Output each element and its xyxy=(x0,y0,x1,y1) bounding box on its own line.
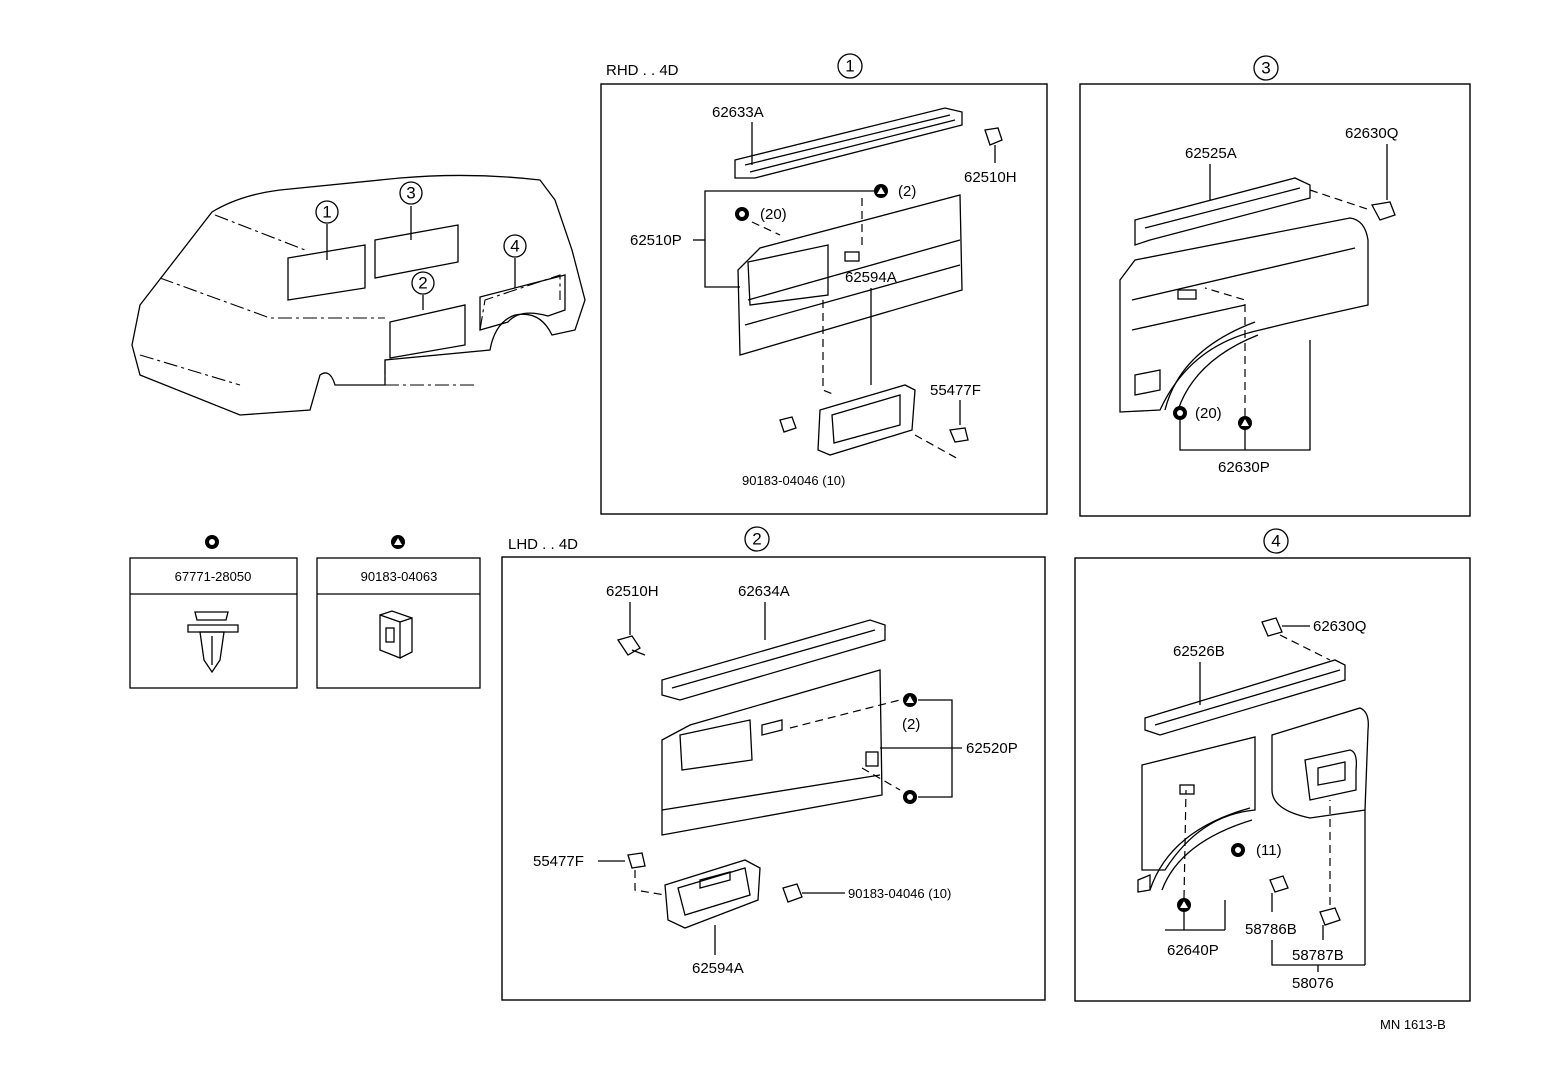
region-2-circle xyxy=(411,271,435,295)
upper-rail-62525a xyxy=(1134,177,1311,246)
clip-icon xyxy=(1231,843,1245,857)
section-number: 1 xyxy=(845,57,854,76)
part-label: 62633A xyxy=(712,104,764,121)
region-4-circle xyxy=(503,234,527,258)
quantity-label: (11) xyxy=(1256,842,1282,859)
part-label: 58076 xyxy=(1292,975,1334,992)
part-label: 58786B xyxy=(1245,921,1297,938)
section-number: 3 xyxy=(1261,59,1270,78)
quantity-label: (20) xyxy=(760,206,787,223)
push-clip-drawing xyxy=(187,611,239,674)
section-4: 4 62630Q 62526B (11) xyxy=(1074,528,1471,1002)
part-label: 62630Q xyxy=(1345,125,1398,142)
legend-triangle-clip: 90183-04063 xyxy=(316,535,481,689)
door-panel xyxy=(661,669,883,836)
grip-handle-62594a xyxy=(817,384,916,456)
upper-rail-62634a xyxy=(661,619,886,701)
part-label: 62634A xyxy=(738,583,790,600)
region-1-outline xyxy=(287,244,366,301)
triangle-clip-icon xyxy=(903,693,917,707)
part-label: 62594A xyxy=(692,960,744,977)
quantity-label: (20) xyxy=(1195,405,1222,422)
clip-icon xyxy=(1173,406,1187,420)
part-label: 90183-04046 (10) xyxy=(742,473,845,488)
region-1-label: 1 xyxy=(322,203,331,222)
section-header: LHD . . 4D xyxy=(508,536,578,553)
part-label: 62520P xyxy=(966,740,1018,757)
section-3: 3 62525A 62630Q (20) 62630P xyxy=(1079,55,1471,517)
upper-rail-62633a xyxy=(734,107,963,179)
part-label: 62526B xyxy=(1173,643,1225,660)
triangle-clip-icon xyxy=(1177,898,1191,912)
trim-panel xyxy=(737,194,963,356)
nut-90183-04046 xyxy=(779,416,797,433)
part-label: 62640P xyxy=(1167,942,1219,959)
region-3-label: 3 xyxy=(406,184,415,203)
triangle-clip-icon xyxy=(1238,416,1252,430)
upper-rail-62526b xyxy=(1144,659,1346,736)
part-label: 62594A xyxy=(845,269,897,286)
triangle-clip-icon xyxy=(874,184,888,198)
region-1-circle xyxy=(315,200,339,224)
part-label: 62510H xyxy=(964,169,1017,186)
section-2: LHD . . 4D 2 62510H 62634A (2) xyxy=(501,526,1046,1001)
part-label: 90183-04046 (10) xyxy=(848,886,951,901)
part-label: 62630Q xyxy=(1313,618,1366,635)
section-1: RHD . . 4D 1 62633A 62510H (2) (20) xyxy=(600,53,1048,515)
region-2-label: 2 xyxy=(418,274,427,293)
region-4-label: 4 xyxy=(510,237,519,256)
region-3-circle xyxy=(399,181,423,205)
clip-icon xyxy=(903,790,917,804)
quarter-trim-panel xyxy=(1119,217,1369,413)
clip-icon xyxy=(205,535,219,549)
part-label: 55477F xyxy=(533,853,584,870)
clip-icon xyxy=(735,207,749,221)
section-header: RHD . . 4D xyxy=(606,62,679,79)
diagram-code: MN 1613-B xyxy=(1380,1017,1446,1032)
part-label: 62510P xyxy=(630,232,682,249)
quantity-label: (2) xyxy=(902,716,920,733)
part-label: 62510H xyxy=(606,583,659,600)
part-label: 62525A xyxy=(1185,145,1237,162)
legend-part-number: 67771-28050 xyxy=(175,569,252,584)
part-label: 55477F xyxy=(930,382,981,399)
region-3-outline xyxy=(374,224,459,279)
legend-part-number: 90183-04063 xyxy=(361,569,438,584)
nut-clip-drawing xyxy=(379,610,413,659)
section-number: 4 xyxy=(1271,532,1280,551)
part-label: 58787B xyxy=(1292,947,1344,964)
nut-90183-04046 xyxy=(782,883,803,903)
vehicle-overview: 1 3 2 4 xyxy=(131,174,586,416)
part-label: 62630P xyxy=(1218,459,1270,476)
triangle-clip-icon xyxy=(391,535,405,549)
section-number: 2 xyxy=(752,530,761,549)
screw-62510h xyxy=(984,127,1003,163)
quantity-label: (2) xyxy=(898,183,916,200)
legend-clip: 67771-28050 xyxy=(129,535,298,689)
grip-handle-62594a xyxy=(664,859,761,929)
region-4-outline xyxy=(479,274,566,331)
region-2-outline xyxy=(389,304,466,359)
lower-side-panel xyxy=(1141,736,1256,871)
